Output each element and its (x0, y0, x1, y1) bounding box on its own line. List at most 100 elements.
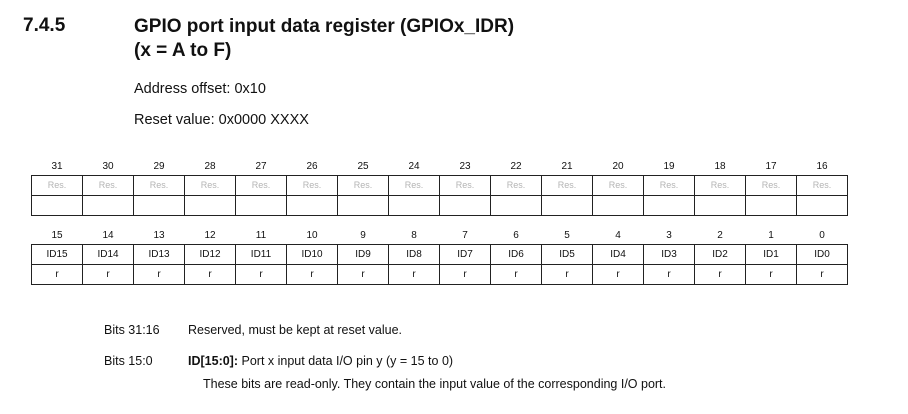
reset-value: Reset value: 0x0000 XXXX (134, 112, 309, 128)
access-cell: r (31, 263, 83, 285)
field-name: ID14 (82, 243, 134, 265)
access-cell: r (796, 263, 848, 285)
access-cell: r (592, 263, 644, 285)
bit-number: 19 (663, 161, 675, 173)
bit-number: 21 (561, 161, 573, 173)
field-name: ID15 (31, 243, 83, 265)
field-name: ID6 (490, 243, 542, 265)
access-cell (235, 194, 287, 216)
bit-number: 12 (204, 230, 216, 242)
bit-number: 22 (510, 161, 522, 173)
bit-number: 30 (102, 161, 114, 173)
access-cell (31, 194, 83, 216)
access-cell (541, 194, 593, 216)
bit-number: 17 (765, 161, 777, 173)
section-number: 7.4.5 (23, 15, 66, 36)
bit-number: 2 (717, 230, 723, 242)
bit-number: 0 (819, 230, 825, 242)
field-name: ID8 (388, 243, 440, 265)
bit-number: 6 (513, 230, 519, 242)
field-name-reserved: Res. (541, 174, 593, 196)
description-field-name: ID[15:0]: (188, 354, 239, 368)
access-cell: r (82, 263, 134, 285)
access-cell (643, 194, 695, 216)
bit-number: 10 (306, 230, 318, 242)
access-cell: r (184, 263, 236, 285)
access-cell (490, 194, 542, 216)
bit-number: 8 (411, 230, 417, 242)
field-name-reserved: Res. (82, 174, 134, 196)
field-name: ID10 (286, 243, 338, 265)
access-cell (286, 194, 338, 216)
access-cell: r (388, 263, 440, 285)
access-cell (82, 194, 134, 216)
field-name-reserved: Res. (133, 174, 185, 196)
access-cell: r (235, 263, 287, 285)
field-name: ID12 (184, 243, 236, 265)
access-cell (133, 194, 185, 216)
register-table-low: 15 14 13 12 11 10 9 8 7 6 5 4 3 2 1 0 ID… (31, 228, 848, 285)
field-name-reserved: Res. (643, 174, 695, 196)
bit-number: 20 (612, 161, 624, 173)
description-field-text: Port x input data I/O pin y (y = 15 to 0… (238, 354, 454, 368)
field-name: ID3 (643, 243, 695, 265)
bit-number: 13 (153, 230, 165, 242)
field-name-reserved: Res. (694, 174, 746, 196)
field-name-reserved: Res. (592, 174, 644, 196)
bit-number: 25 (357, 161, 369, 173)
bit-number: 31 (51, 161, 63, 173)
bit-number: 23 (459, 161, 471, 173)
access-cell: r (337, 263, 389, 285)
description-bits-reserved: Bits 31:16 (104, 323, 160, 337)
title-line-1: GPIO port input data register (GPIOx_IDR… (134, 16, 515, 37)
access-cell (439, 194, 491, 216)
bit-number-row: 15 14 13 12 11 10 9 8 7 6 5 4 3 2 1 0 (32, 228, 848, 244)
field-name: ID0 (796, 243, 848, 265)
field-name: ID4 (592, 243, 644, 265)
field-name: ID1 (745, 243, 797, 265)
section-title: GPIO port input data register (GPIOx_IDR… (134, 15, 514, 63)
field-name-reserved: Res. (490, 174, 542, 196)
field-name-reserved: Res. (745, 174, 797, 196)
bit-number: 14 (102, 230, 114, 242)
bit-number: 18 (714, 161, 726, 173)
bit-number: 29 (153, 161, 165, 173)
field-name-reserved: Res. (184, 174, 236, 196)
access-cell: r (439, 263, 491, 285)
access-cell: r (643, 263, 695, 285)
title-line-2: (x = A to F) (134, 40, 232, 61)
bit-number: 5 (564, 230, 570, 242)
register-table-high: 31 30 29 28 27 26 25 24 23 22 21 20 19 1… (31, 159, 848, 216)
field-name-row: Res. Res. Res. Res. Res. Res. Res. Res. … (31, 174, 848, 196)
bit-number: 16 (816, 161, 828, 173)
bit-number: 15 (51, 230, 63, 242)
field-name: ID13 (133, 243, 185, 265)
bit-number: 3 (666, 230, 672, 242)
bit-number: 11 (255, 230, 267, 242)
field-name-reserved: Res. (337, 174, 389, 196)
field-name-reserved: Res. (439, 174, 491, 196)
access-cell: r (133, 263, 185, 285)
access-row: r r r r r r r r r r r r r r r r (31, 263, 848, 285)
access-cell: r (745, 263, 797, 285)
field-name-reserved: Res. (286, 174, 338, 196)
bit-number: 7 (462, 230, 468, 242)
access-cell: r (694, 263, 746, 285)
access-cell (796, 194, 848, 216)
access-cell (592, 194, 644, 216)
field-name-reserved: Res. (388, 174, 440, 196)
field-name-reserved: Res. (31, 174, 83, 196)
field-name-row: ID15 ID14 ID13 ID12 ID11 ID10 ID9 ID8 ID… (31, 243, 848, 265)
address-offset: Address offset: 0x10 (134, 81, 266, 97)
access-cell (184, 194, 236, 216)
bit-number: 1 (768, 230, 774, 242)
bit-number: 4 (615, 230, 621, 242)
field-name: ID11 (235, 243, 287, 265)
field-name: ID5 (541, 243, 593, 265)
access-cell (388, 194, 440, 216)
description-id-line: ID[15:0]: Port x input data I/O pin y (y… (188, 354, 453, 368)
field-name-reserved: Res. (235, 174, 287, 196)
bit-number: 28 (204, 161, 216, 173)
access-cell (694, 194, 746, 216)
bit-number: 24 (408, 161, 420, 173)
